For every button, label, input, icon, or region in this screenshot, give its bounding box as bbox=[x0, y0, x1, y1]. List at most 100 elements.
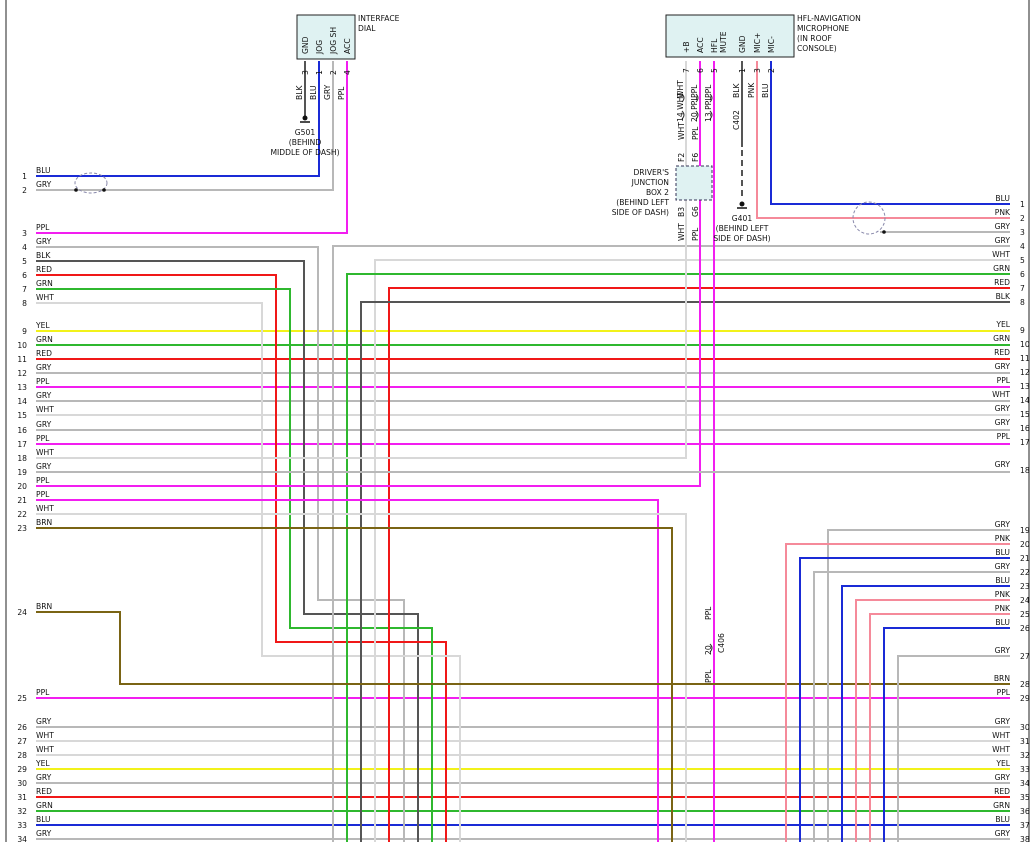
hfl-connector-pin-label: 20 PPL bbox=[690, 96, 699, 122]
c406-top-wire-color: PPL bbox=[704, 606, 713, 620]
left-pin-color-label: WHT bbox=[36, 504, 54, 513]
ground-g501-id: G501 bbox=[295, 128, 316, 137]
right-pin-number: 33 bbox=[1020, 765, 1030, 774]
left-pin-color-label: GRY bbox=[36, 829, 52, 838]
labels-layer: 1BLU2GRY3PPL4GRY5BLK6RED7GRN8WHT9YEL10GR… bbox=[17, 14, 1030, 842]
wires-layer bbox=[36, 61, 1010, 842]
left-pin-color-label: BRN bbox=[36, 518, 52, 527]
junction-box-top-pin: F2 bbox=[677, 153, 686, 162]
shield-left-drain bbox=[102, 188, 106, 192]
left-pin-color-label: WHT bbox=[36, 293, 54, 302]
right-pin-color-label: GRN bbox=[993, 801, 1010, 810]
right-pin-number: 4 bbox=[1020, 242, 1025, 251]
hfl-mic-pin-number: 1 bbox=[738, 68, 747, 73]
left-pin-number: 26 bbox=[17, 723, 27, 732]
left-pin-number: 18 bbox=[17, 454, 27, 463]
right-pin-color-label: WHT bbox=[992, 745, 1010, 754]
right-pin-color-label: GRY bbox=[995, 404, 1011, 413]
components-layer bbox=[74, 14, 886, 653]
right-pin-color-label: GRY bbox=[995, 717, 1011, 726]
hfl-connector-pin-label: 13 PPL bbox=[704, 96, 713, 122]
junction-box-title: SIDE OF DASH) bbox=[612, 208, 669, 217]
left-pin-color-label: GRN bbox=[36, 279, 53, 288]
right-pin-color-label: GRY bbox=[995, 773, 1011, 782]
right-pin-number: 18 bbox=[1020, 466, 1030, 475]
left-pin-number: 13 bbox=[17, 383, 27, 392]
left-pin-number: 22 bbox=[17, 510, 27, 519]
ground-g401-node bbox=[739, 201, 745, 207]
left-pin-number: 14 bbox=[17, 397, 27, 406]
left-pin-number: 2 bbox=[22, 186, 27, 195]
right-pin-number: 6 bbox=[1020, 270, 1025, 279]
left-pin-number: 32 bbox=[17, 807, 27, 816]
left-pin-color-label: GRY bbox=[36, 391, 52, 400]
right-pin-color-label: GRY bbox=[995, 222, 1011, 231]
left-pin-number: 20 bbox=[17, 482, 27, 491]
wire-dial-jog-sh bbox=[36, 61, 334, 191]
right-pin-number: 9 bbox=[1020, 326, 1025, 335]
right-pin-color-label: YEL bbox=[995, 759, 1010, 768]
left-pin-color-label: GRY bbox=[36, 773, 52, 782]
right-pin-color-label: GRY bbox=[995, 562, 1011, 571]
left-pin-color-label: WHT bbox=[36, 731, 54, 740]
interface-dial-title: INTERFACE bbox=[358, 14, 400, 23]
ground-g401-note: (BEHIND LEFT bbox=[716, 224, 769, 233]
right-pin-number: 16 bbox=[1020, 424, 1030, 433]
left-pin-color-label: RED bbox=[36, 787, 52, 796]
wire-right-drop bbox=[869, 613, 1010, 842]
left-pin-number: 31 bbox=[17, 793, 27, 802]
left-pin-color-label: PPL bbox=[36, 490, 50, 499]
right-pin-color-label: WHT bbox=[992, 390, 1010, 399]
shield-left-drain bbox=[74, 188, 78, 192]
right-pin-color-label: PNK bbox=[995, 208, 1011, 217]
connector-mark bbox=[681, 110, 685, 120]
shield-right-drain bbox=[882, 230, 886, 234]
hfl-mic-pin-name: +B bbox=[682, 41, 691, 53]
junction-box-title: DRIVER'S bbox=[633, 168, 669, 177]
wire-dial-acc bbox=[36, 61, 348, 234]
junction-box-outline bbox=[675, 165, 713, 201]
hfl-microphone-box bbox=[665, 14, 795, 58]
wire-right-7 bbox=[388, 287, 1010, 842]
interface-dial-pin-number: 2 bbox=[329, 70, 338, 75]
left-pin-number: 6 bbox=[22, 271, 27, 280]
right-pin-color-label: GRY bbox=[995, 418, 1011, 427]
hfl-mic-title: HFL-NAVIGATION bbox=[797, 14, 861, 23]
hfl-mic-pin-name: ACC bbox=[696, 37, 705, 53]
right-pin-color-label: GRY bbox=[995, 362, 1011, 371]
right-pin-number: 11 bbox=[1020, 354, 1030, 363]
right-pin-number: 10 bbox=[1020, 340, 1030, 349]
hfl-mic-pin-name: MUTE bbox=[719, 31, 728, 53]
right-pin-color-label: BLK bbox=[996, 292, 1011, 301]
right-pin-color-label: BLU bbox=[995, 548, 1010, 557]
junction-box-bottom-pin: G6 bbox=[691, 206, 700, 217]
ground-g401-note: SIDE OF DASH) bbox=[713, 234, 770, 243]
junction-box-top-pin-color: PPL bbox=[691, 126, 700, 140]
left-pin-number: 9 bbox=[22, 327, 27, 336]
junction-box-title: BOX 2 bbox=[646, 188, 669, 197]
wire-right-drop bbox=[785, 543, 1010, 842]
wire-right-5 bbox=[374, 259, 1010, 842]
left-pin-color-label: GRY bbox=[36, 462, 52, 471]
left-pin-color-label: PPL bbox=[36, 223, 50, 232]
right-pin-number: 20 bbox=[1020, 540, 1030, 549]
junction-box-bottom-pin: B3 bbox=[677, 207, 686, 217]
left-pin-color-label: WHT bbox=[36, 405, 54, 414]
interface-dial-pin-name: JOG SH bbox=[329, 27, 338, 55]
left-pin-color-label: BLU bbox=[36, 166, 51, 175]
shield-right bbox=[852, 201, 886, 235]
left-pin-number: 15 bbox=[17, 411, 27, 420]
wire-right-drop bbox=[855, 599, 1010, 842]
shield-left bbox=[74, 172, 108, 194]
hfl-mic-wire-color: BLU bbox=[761, 83, 770, 98]
right-pin-color-label: GRY bbox=[995, 460, 1011, 469]
left-pin-number: 5 bbox=[22, 257, 27, 266]
left-pin-number: 34 bbox=[17, 835, 27, 842]
connector-mark bbox=[709, 643, 713, 653]
right-pin-number: 7 bbox=[1020, 284, 1025, 293]
junction-box-bottom-pin-color: PPL bbox=[691, 227, 700, 241]
right-pin-number: 24 bbox=[1020, 596, 1030, 605]
right-pin-color-label: PNK bbox=[995, 590, 1011, 599]
right-pin-number: 37 bbox=[1020, 821, 1030, 830]
right-pin-color-label: GRY bbox=[995, 236, 1011, 245]
